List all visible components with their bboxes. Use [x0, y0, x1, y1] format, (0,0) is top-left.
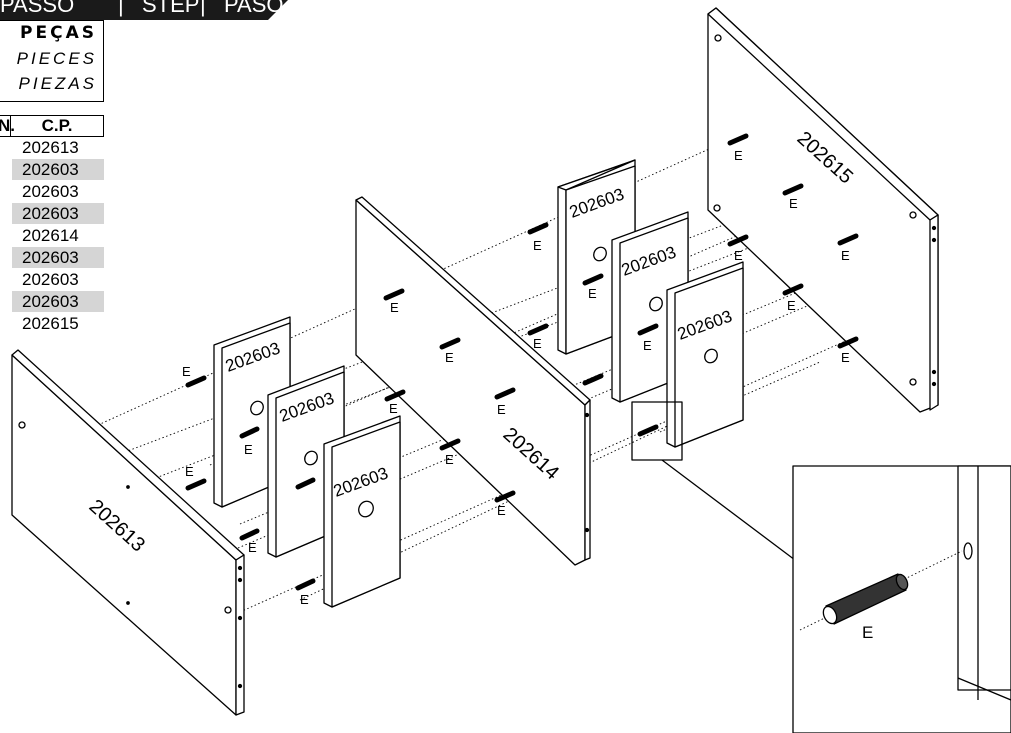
detail-view: [792, 465, 1011, 733]
part-code: 202603: [22, 182, 79, 201]
part-code: 202603: [12, 291, 104, 312]
dowel-label: E: [787, 298, 796, 313]
step-title-en: STEP: [142, 0, 200, 17]
panel-202613: [11, 349, 245, 716]
step-banner: PASSO | STEP | PASO: [0, 0, 300, 20]
dowel-label: E: [497, 503, 506, 518]
dowel-label: E: [588, 286, 597, 301]
part-code: 202603: [12, 159, 104, 180]
dowel-label: E: [445, 350, 454, 365]
dowel-label: E: [734, 148, 743, 163]
part-code: 202603: [22, 270, 79, 289]
parts-table-row: 202614: [0, 225, 104, 247]
step-title-es: PASO: [224, 0, 284, 17]
dowel-label: E: [244, 442, 253, 457]
parts-table-row: 202603: [0, 291, 104, 313]
banner-separator-2: |: [200, 0, 206, 17]
dowel-label: E: [734, 248, 743, 263]
dowel-label: E: [497, 402, 506, 417]
parts-title-es: PIEZAS: [18, 74, 97, 93]
dowel-label: E: [389, 401, 398, 416]
dowel-label: E: [185, 464, 194, 479]
dowel-label: E: [390, 300, 399, 315]
detail-dowel-label: E: [862, 623, 873, 642]
part-code: 202614: [22, 226, 79, 245]
parts-table: N. C.P. 202613 202603 202603 202603 202614 20…: [0, 115, 104, 335]
step-title-pt: PASSO: [0, 0, 75, 17]
parts-table-row: 202603: [0, 203, 104, 225]
banner-separator-1: |: [118, 0, 124, 17]
parts-title-box: PEÇAS PIECES PIEZAS: [0, 20, 104, 102]
header-cp: C.P.: [10, 116, 103, 136]
part-code: 202613: [22, 138, 79, 157]
part-code: 202603: [12, 203, 104, 224]
zoom-connector: [661, 459, 796, 561]
panel-202615: [707, 7, 939, 413]
dowel-label: E: [841, 350, 850, 365]
parts-title-pt: PEÇAS: [20, 23, 97, 43]
dowel-label: E: [841, 248, 850, 263]
part-code: 202615: [22, 314, 79, 333]
dowel-labels: E E E E E E E E E E E E E E E E E E E E …: [182, 148, 850, 607]
dowel-label: E: [789, 196, 798, 211]
parts-table-row: 202615: [0, 313, 104, 335]
dowel-label: E: [445, 452, 454, 467]
dowel-label: E: [248, 540, 257, 555]
parts-table-row: 202613: [0, 137, 104, 159]
panel-202614: [355, 196, 591, 566]
dowel-label: E: [300, 592, 309, 607]
parts-table-row: 202603: [0, 269, 104, 291]
parts-table-row: 202603: [0, 181, 104, 203]
dowels: [185, 133, 859, 591]
dowel-detail-icon: [822, 573, 909, 625]
parts-table-row: 202603: [0, 247, 104, 269]
parts-table-header: N. C.P.: [0, 115, 104, 137]
dowel-label: E: [533, 238, 542, 253]
part-code: 202603: [12, 247, 104, 268]
shelf-l3: [323, 415, 401, 608]
dowel-label: E: [182, 364, 191, 379]
banner-background: [0, 0, 288, 20]
header-number: N.: [0, 116, 15, 135]
parts-table-row: 202603: [0, 159, 104, 181]
zoom-region: [631, 401, 683, 461]
parts-title-en: PIECES: [16, 49, 97, 68]
dowel-label: E: [533, 336, 542, 351]
shelf-r3: [666, 261, 744, 448]
dowel-label: E: [643, 338, 652, 353]
